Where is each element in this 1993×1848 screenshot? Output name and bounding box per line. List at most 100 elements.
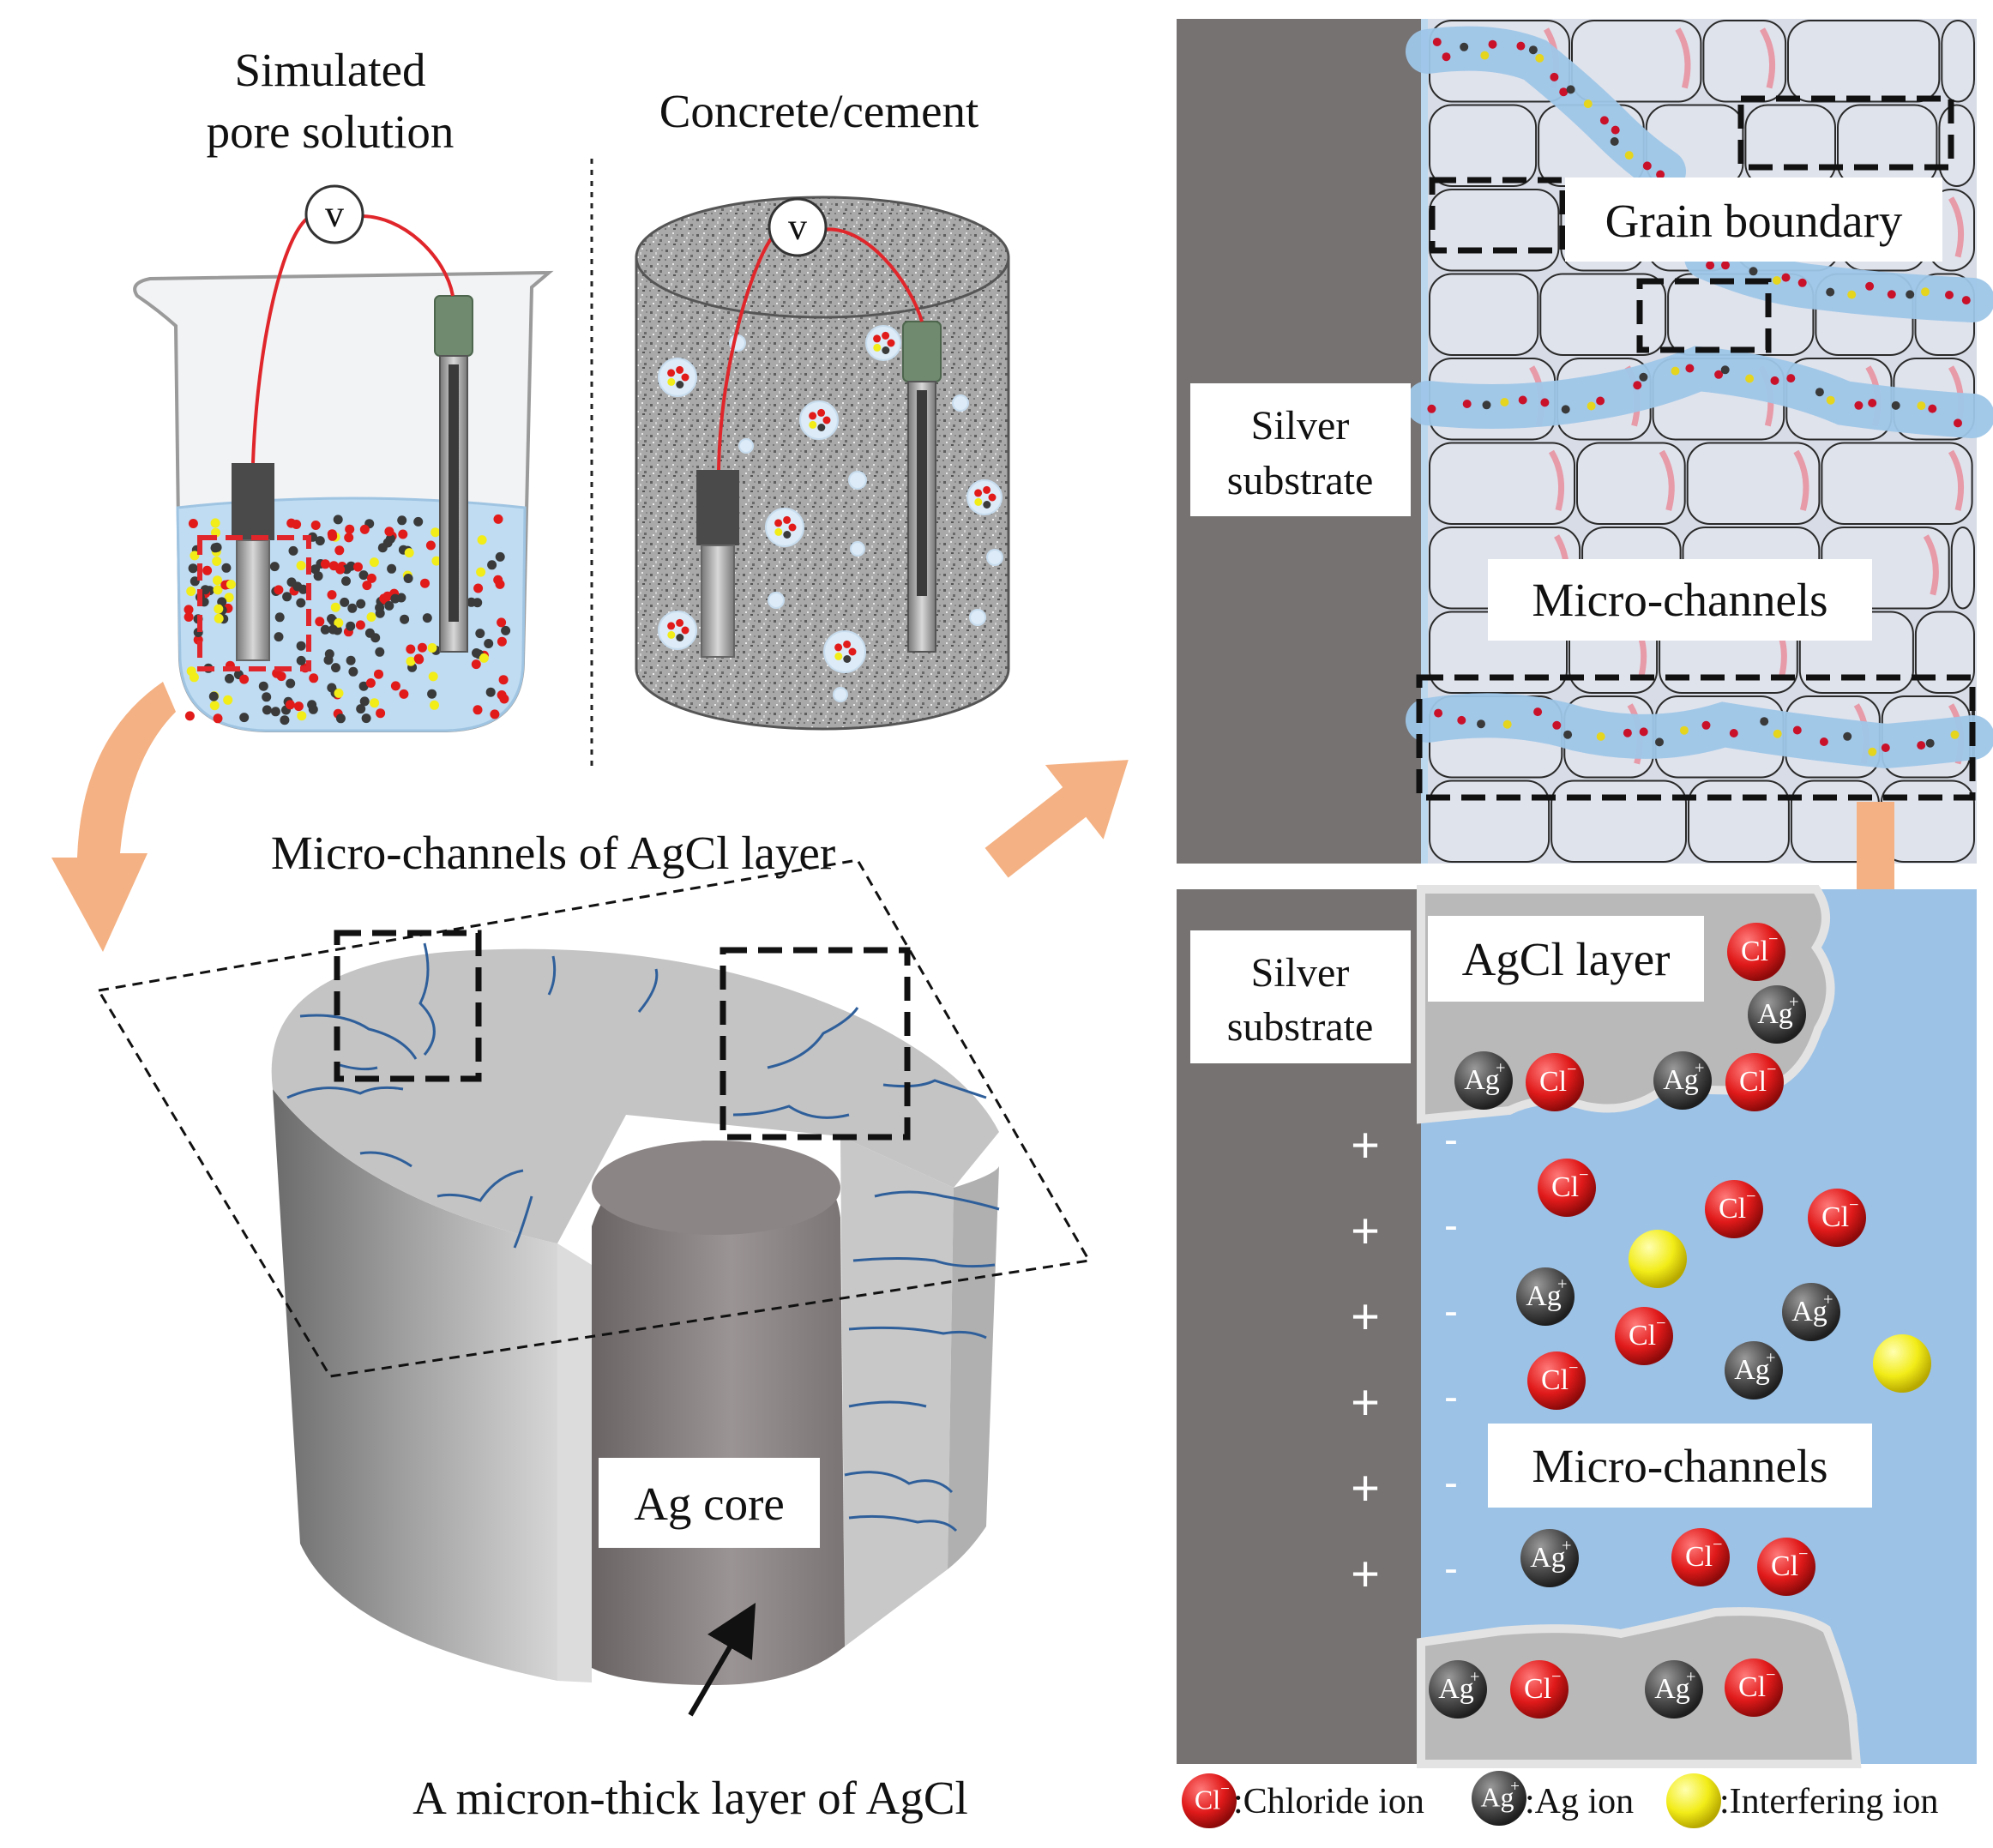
- pore-ion-dot: [834, 643, 843, 652]
- channel-ion-dot: [1745, 374, 1755, 383]
- svg-text:Ag: Ag: [1438, 1673, 1474, 1705]
- channel-ion-dot: [1477, 719, 1485, 729]
- concrete-pore: [865, 325, 901, 361]
- concrete-cylinder-body: [635, 256, 1010, 731]
- svg-text:Cl: Cl: [1739, 1066, 1767, 1098]
- ion-dot: [226, 580, 236, 589]
- ion-dot: [413, 653, 424, 664]
- pore-ion-dot: [817, 408, 826, 417]
- grain-cell: [1688, 780, 1790, 863]
- channel-ion-dot: [1462, 400, 1472, 408]
- channel-ion-dot: [1552, 720, 1562, 730]
- ion-dot: [225, 673, 234, 683]
- ion-dot: [382, 538, 393, 548]
- ion-dot: [296, 561, 306, 570]
- svg-text:−: −: [1849, 1196, 1859, 1215]
- svg-text:+: +: [1496, 1059, 1506, 1078]
- ion-dot: [346, 621, 356, 631]
- legend-chloride-label: :Chloride ion: [1233, 1782, 1424, 1821]
- svg-text:Ag: Ag: [1663, 1064, 1699, 1096]
- pore-ion-dot: [676, 634, 684, 641]
- ion-dot: [498, 675, 509, 685]
- ion-dot: [374, 669, 383, 679]
- channel-ion-dot: [1656, 170, 1665, 179]
- ion-dot: [406, 644, 416, 654]
- channel-ion-dot: [1917, 741, 1926, 750]
- svg-text:Cl: Cl: [1629, 1320, 1656, 1351]
- pore-ion-dot: [676, 365, 684, 374]
- grain-cell: [1744, 104, 1837, 187]
- positive-charge: +: [1351, 1203, 1380, 1259]
- channel-ion-dot: [1442, 52, 1451, 62]
- micro-channels-top-label-box: [1488, 559, 1872, 641]
- channel-ion-dot: [1714, 370, 1724, 379]
- ion-dot: [280, 715, 290, 725]
- channel-ion-dot: [1928, 404, 1937, 413]
- svg-text:Ag: Ag: [1526, 1280, 1562, 1312]
- ion-dot: [431, 527, 441, 538]
- ion-dot: [239, 713, 250, 723]
- ion-dot: [359, 524, 370, 534]
- channel-ion-dot: [1881, 743, 1890, 752]
- ion-dot: [345, 524, 355, 534]
- channel-ion-dot: [1772, 276, 1781, 285]
- channel-ion-dot: [1797, 278, 1807, 287]
- svg-text:−: −: [1551, 1668, 1562, 1687]
- ion-dot: [473, 705, 483, 715]
- ion-dot: [310, 521, 321, 530]
- ion-dot: [366, 573, 376, 583]
- svg-text:Cl: Cl: [1741, 936, 1768, 967]
- concrete-wire-left: [717, 234, 775, 471]
- voltmeter-right: [768, 197, 828, 257]
- pore-ion-dot: [882, 346, 890, 354]
- ion-dot: [493, 575, 503, 585]
- concrete-title: Concrete/cement: [659, 85, 979, 137]
- ion-dot: [397, 515, 407, 526]
- ion-dot: [274, 585, 284, 595]
- ion-dot: [262, 692, 272, 702]
- pore-ion-dot: [988, 493, 996, 502]
- ion-dot: [269, 562, 280, 572]
- crack-line: [882, 1079, 987, 1099]
- ion-dot: [484, 639, 494, 648]
- channel-ion-dot: [1706, 261, 1715, 270]
- pore-ion-dot: [809, 420, 817, 429]
- ion-dot: [384, 527, 394, 537]
- svg-text:Ag: Ag: [1791, 1296, 1827, 1327]
- svg-text:+: +: [1695, 1059, 1705, 1078]
- channel-ion-dot: [1563, 730, 1573, 739]
- ion-dot: [467, 597, 477, 607]
- ion-dot: [293, 701, 304, 712]
- grain-cell: [1571, 20, 1702, 103]
- ion-dot: [375, 647, 385, 657]
- micro-channel-paths: [1406, 26, 1993, 769]
- agcl-layer-label: AgCl layer: [1462, 933, 1671, 985]
- ion-dot: [495, 551, 505, 562]
- channel-ion-dot: [1826, 395, 1835, 405]
- pore-ion-dot: [667, 377, 676, 386]
- grain-boundary-shade: [1948, 196, 1965, 258]
- ion-dot: [221, 563, 232, 573]
- ion-dot: [375, 608, 385, 618]
- grain-cell: [1539, 273, 1667, 356]
- channel-ion-dot: [1826, 287, 1835, 297]
- concrete-working-electrode-cap: [696, 470, 739, 545]
- ion-dot: [406, 656, 416, 666]
- ion-dot: [270, 707, 280, 717]
- svg-text:−: −: [1220, 1780, 1230, 1798]
- pore-ion-dot: [843, 640, 852, 648]
- legend-ag-icon: Ag+: [1472, 1771, 1526, 1826]
- ag-ion: Ag+: [1454, 1051, 1513, 1110]
- ion-dot: [427, 643, 437, 653]
- cl-ion: Cl−: [1757, 1538, 1815, 1596]
- negative-charge: -: [1444, 1203, 1458, 1249]
- grain-cell: [1914, 611, 1975, 694]
- cylinder-cut-face-right: [840, 1136, 954, 1646]
- ion-dot: [315, 617, 325, 627]
- ion-dot: [501, 625, 511, 635]
- channel-ion-dot: [1624, 151, 1634, 160]
- channel-ion-dot: [1917, 401, 1926, 411]
- channel-ion-dot: [1721, 261, 1730, 270]
- zoom-box-top-3: [1636, 278, 1772, 353]
